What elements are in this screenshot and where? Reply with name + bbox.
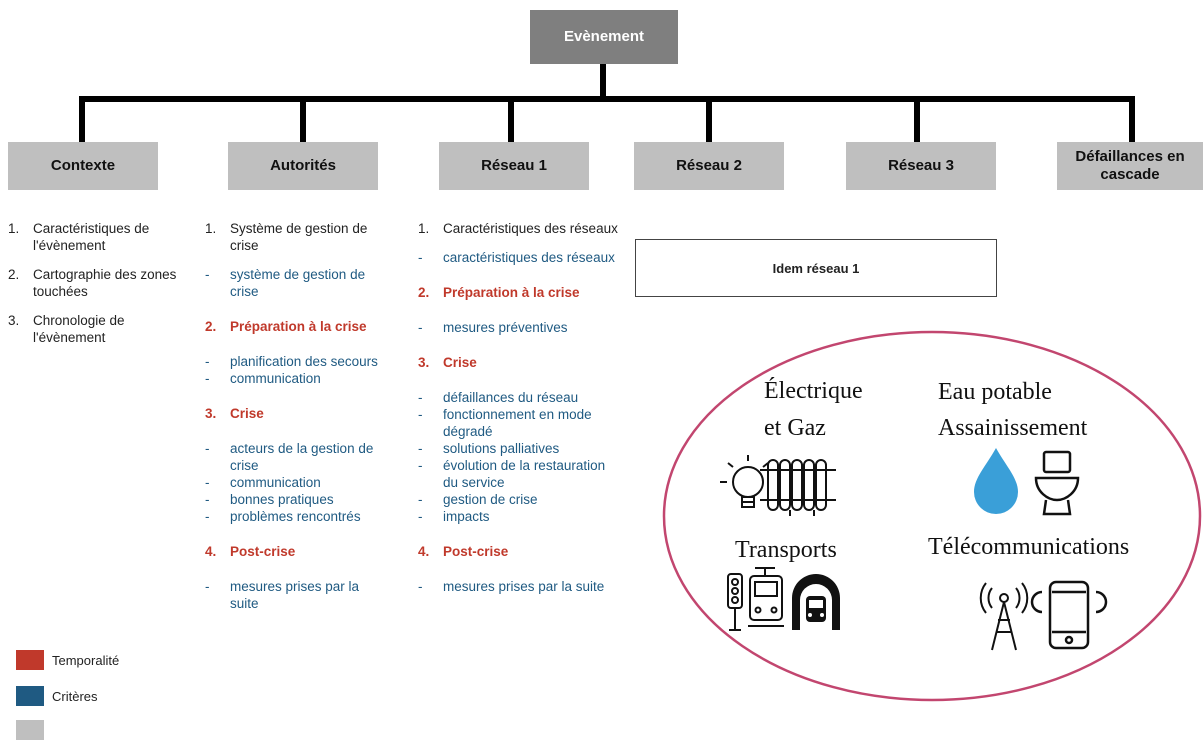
section-title: 3.Crise [418,355,477,370]
category-eau-line2: Assainissement [938,415,1088,441]
list-item: -système de gestion de crise [205,267,366,299]
connector-contexte [79,96,85,142]
list-item: -acteurs de la gestion de crise [205,441,374,473]
list-item: 3.Chronologie de l'évènement [8,313,125,345]
list-item: -caractéristiques des réseaux [418,250,615,265]
legend-swatch-blue [16,686,44,706]
section-title: 2.Préparation à la crise [418,285,580,300]
legend-swatch-grey [16,720,44,740]
antenna-tower-icon [979,582,1029,651]
connector-cascade [1129,96,1135,142]
root-node-evenement: Evènement [530,10,678,64]
category-telecommunications: Télécommunications [928,534,1130,560]
list-item: -mesures prises par la suite [205,579,360,611]
smartphone-icon [1030,580,1108,650]
metro-tunnel-icon [792,574,840,630]
list-item: -gestion de crise [418,492,538,507]
legend-label: Temporalité [52,652,120,668]
idem-reseau-box: Idem réseau 1 [635,239,997,297]
node-autorites: Autorités [228,142,378,190]
category-electrique-line2: et Gaz [764,415,826,441]
list-item: -impacts [418,509,490,524]
section-title: 4.Post-crise [418,544,509,559]
category-electrique-line1: Électrique [764,378,863,404]
section-title: 4.Post-crise [205,544,296,559]
water-drop-icon [974,448,1018,514]
list-item: -évolution de la restauration du service [418,458,606,490]
connector-horizontal [79,96,1135,102]
node-defaillances-cascade: Défaillances en cascade [1057,142,1203,190]
section-title: 1.Caractéristiques des réseaux [418,221,618,236]
list-item: -mesures prises par la suite [418,579,605,594]
tram-icon [748,567,784,627]
node-reseau-1: Réseau 1 [439,142,589,190]
list-item: -problèmes rencontrés [205,509,361,524]
legend-label: Critères [52,688,98,704]
section-title: 2.Préparation à la crise [205,319,367,334]
list-item: -défaillances du réseau [418,390,579,405]
list-item: -mesures préventives [418,320,568,335]
autorites-list: 1.Système de gestion de crise -système d… [205,220,390,612]
radiator-icon [760,459,836,516]
reseau1-list: 1.Caractéristiques des réseaux -caractér… [418,220,618,595]
list-item: -communication [205,371,321,386]
connector-reseau1 [508,96,514,142]
list-item: 2.Cartographie des zones touchées [8,267,177,299]
node-reseau-2: Réseau 2 [634,142,784,190]
connector-reseau3 [914,96,920,142]
legend-swatch-red [16,650,44,670]
list-item: -communication [205,475,321,490]
section-title: 1.Système de gestion de crise [205,221,368,253]
list-item: -planification des secours [205,354,378,369]
contexte-list: 1.Caractéristiques de l'évènement 2.Cart… [8,220,178,346]
categories-ellipse [662,330,1202,702]
connector-reseau2 [706,96,712,142]
list-item: -fonctionnement en mode dégradé [418,407,592,439]
legend-item-temporalite: Temporalité [16,650,119,670]
traffic-light-icon [727,573,743,631]
node-contexte: Contexte [8,142,158,190]
category-transports: Transports [735,537,837,563]
connector-root-stem [600,64,606,100]
node-reseau-3: Réseau 3 [846,142,996,190]
toilet-icon [1034,450,1080,516]
section-title: 3.Crise [205,406,264,421]
lightbulb-icon [720,455,769,508]
list-item: -solutions palliatives [418,441,560,456]
legend-item-criteres: Critères [16,686,98,706]
category-eau-line1: Eau potable [938,379,1052,405]
list-item: -bonnes pratiques [205,492,334,507]
connector-autorites [300,96,306,142]
list-item: 1.Caractéristiques de l'évènement [8,221,150,253]
